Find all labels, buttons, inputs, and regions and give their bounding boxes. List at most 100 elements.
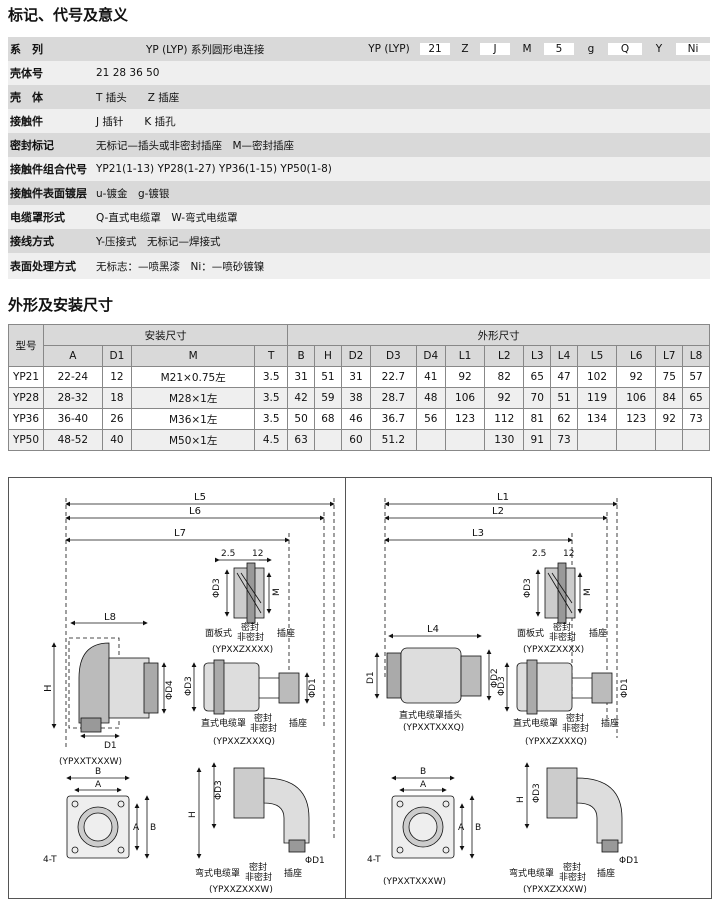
- table-cell: YP21: [8, 366, 44, 388]
- table-cell: 22-24: [43, 366, 103, 388]
- table-col-header: L5: [576, 345, 618, 367]
- code-row-value: T 插头 Z 插座: [96, 91, 180, 104]
- socket-label: 插座: [589, 627, 607, 639]
- seal-label: 密封: [249, 861, 267, 873]
- table-cell: 68: [314, 408, 342, 430]
- dim-D1b: ΦD1: [308, 678, 318, 698]
- table-cell: 51: [550, 387, 578, 409]
- table-cell: 22.7: [370, 366, 417, 388]
- table-col-header: D4: [415, 345, 446, 367]
- code-row-label: 电缆罩形式: [10, 211, 65, 224]
- dim-D1: D1: [366, 671, 376, 684]
- code-row-value: 无标记—插头或非密封插座 M—密封插座: [96, 139, 295, 152]
- dim-M: M: [272, 588, 282, 596]
- dim-B-side: B: [150, 823, 156, 833]
- table-cell: 31: [340, 366, 372, 388]
- right-drawing: L1 L2 L3 2.5 12 ΦD3 M 面板式 密封 非密封 插座 (YPX…: [366, 492, 639, 895]
- dim-D2: ΦD2: [490, 668, 500, 688]
- table-cell: YP28: [8, 387, 44, 409]
- table-col-header: L3: [523, 345, 552, 367]
- drawings-panel: L5 L6 L7 2.5 12 ΦD3 M 面板式 密封 非密封 插座 (YPX…: [8, 477, 712, 899]
- code-col: Z: [450, 43, 480, 55]
- table-cell: 47: [550, 366, 578, 388]
- table-col-header: D2: [340, 345, 372, 367]
- dim-L1: L1: [497, 492, 509, 503]
- socket-label: 插座: [289, 717, 307, 729]
- code-row: 壳体号 21 28 36 50: [8, 61, 710, 85]
- code-row-value: Y-压接式 无标记—焊接式: [96, 235, 221, 248]
- table-cell: 106: [616, 387, 657, 409]
- table-cell: YP50: [8, 429, 44, 451]
- table-cell: 12: [101, 366, 133, 388]
- nonseal-label: 非密封: [245, 871, 272, 883]
- table-cell: [682, 429, 710, 451]
- nonseal-label: 非密封: [549, 631, 576, 643]
- dim-D1: D1: [104, 741, 117, 751]
- table-cell: 70: [523, 387, 552, 409]
- code-row-label: 壳体号: [10, 67, 43, 80]
- code-table: 系 列 YP (LYP) 系列圆形电连接 YP (LYP) 21 Z J M 5…: [8, 37, 710, 279]
- table-cell: 65: [523, 366, 552, 388]
- plug-caption: 直式电缆罩插头: [399, 709, 462, 721]
- code-col: g: [574, 43, 608, 55]
- table-cell: 60: [340, 429, 372, 451]
- code-row-value: 21 28 36 50: [96, 67, 160, 79]
- dim-2-5: 2.5: [221, 549, 235, 559]
- table-cell: 92: [484, 387, 525, 409]
- dim-2-5: 2.5: [532, 549, 546, 559]
- dim-4T: 4-T: [43, 855, 57, 865]
- table-cell: 81: [523, 408, 552, 430]
- dim-A: A: [420, 780, 427, 790]
- dim-A-side: A: [458, 823, 465, 833]
- code-col: 21: [420, 43, 450, 55]
- code-header-row: 系 列 YP (LYP) 系列圆形电连接 YP (LYP) 21 Z J M 5…: [8, 37, 710, 61]
- table-cell: 112: [484, 408, 525, 430]
- table-col-header: A: [43, 345, 103, 367]
- dim-D4: ΦD4: [165, 680, 175, 700]
- elbow-code: (YPXXZXXXW): [523, 885, 587, 895]
- panel-code: (YPXXZXXXX): [523, 645, 584, 655]
- dim-A-side: A: [133, 823, 140, 833]
- table-cell: 62: [550, 408, 578, 430]
- code-row-value: Q-直式电缆罩 W-弯式电缆罩: [96, 211, 238, 224]
- table-cell: 119: [576, 387, 618, 409]
- code-row: 密封标记无标记—插头或非密封插座 M—密封插座: [8, 133, 710, 157]
- code-col: YP (LYP): [358, 43, 420, 55]
- table-cell: [415, 429, 446, 451]
- code-row-label: 接触件: [10, 115, 43, 128]
- table-cell: 3.5: [254, 387, 289, 409]
- table-cell: 56: [415, 408, 446, 430]
- code-row: 表面处理方式无标志：—喷黑漆 Ni：—喷砂镀镍: [8, 253, 710, 279]
- table-cell: [655, 429, 684, 451]
- table-cell: 123: [444, 408, 486, 430]
- socket-label: 插座: [284, 867, 302, 879]
- table-cell: [444, 429, 486, 451]
- nonseal-label: 非密封: [562, 722, 589, 734]
- table-col-header: L7: [655, 345, 684, 367]
- table-cell: 41: [415, 366, 446, 388]
- code-col: J: [480, 43, 510, 55]
- dim-L8: L8: [104, 612, 116, 623]
- code-label: 系 列: [10, 43, 43, 56]
- table-col-header: D1: [101, 345, 133, 367]
- table-cell: 42: [287, 387, 315, 409]
- panel-caption: 面板式: [205, 627, 232, 639]
- table-cell: [616, 429, 657, 451]
- table-cell: M36×1左: [131, 408, 256, 430]
- table-cell: 28.7: [370, 387, 417, 409]
- table-cell: 26: [101, 408, 133, 430]
- dim-B-side: B: [475, 823, 481, 833]
- seal-label: 密封: [563, 861, 581, 873]
- table-cell: 106: [444, 387, 486, 409]
- table-cell: [314, 429, 342, 451]
- dim-H2: H: [188, 811, 198, 818]
- dim-D1c: ΦD1: [305, 856, 325, 866]
- dim-H: H: [516, 796, 526, 803]
- table-col-header: B: [287, 345, 315, 367]
- code-row-label: 表面处理方式: [10, 260, 76, 273]
